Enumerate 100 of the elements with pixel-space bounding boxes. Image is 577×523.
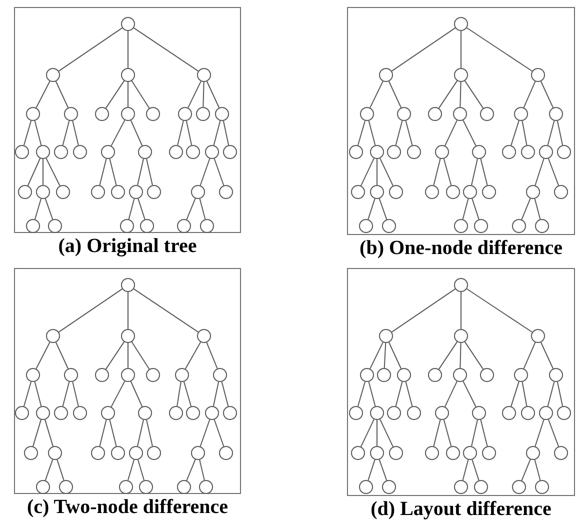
tree-node (200, 219, 214, 233)
tree-edge (444, 380, 458, 408)
tree-edge (433, 158, 441, 186)
tree-node (463, 185, 477, 199)
tree-edge (186, 198, 196, 220)
tree-node (223, 406, 237, 420)
tree-node (472, 145, 486, 159)
tree-edge (480, 419, 488, 447)
tree-node (557, 145, 571, 159)
tree-edge (444, 120, 458, 146)
tree-node (140, 219, 154, 233)
tree-edge (146, 419, 153, 447)
panel-caption: (c) Two-node difference (26, 496, 228, 518)
tree-node (435, 406, 449, 420)
tree-edge (44, 198, 54, 220)
tree-edge (137, 459, 145, 481)
tree-node (223, 145, 237, 159)
tree-edge (462, 120, 476, 146)
tree-node (351, 185, 365, 199)
tree-node (453, 368, 467, 382)
tree-node (26, 219, 40, 233)
tree-edge (27, 158, 41, 186)
tree-edge (99, 419, 107, 447)
tree-node (196, 107, 210, 121)
tree-edge (443, 158, 452, 186)
tree-edge (395, 120, 403, 146)
tree-node (146, 107, 160, 121)
tree-edge (521, 458, 531, 482)
tree-node (349, 145, 363, 159)
tree-node (129, 185, 143, 199)
tree-node (521, 406, 535, 420)
tree-edge (378, 198, 388, 220)
tree-edge (44, 459, 54, 481)
tree-node (360, 368, 374, 382)
tree-node (425, 185, 439, 199)
tree-edge (202, 82, 204, 108)
tree-edge (42, 158, 44, 186)
tree-node (370, 406, 384, 420)
tree-edge (72, 120, 79, 146)
tree-node (177, 219, 191, 233)
tree-edge (23, 381, 32, 407)
tree-node (502, 406, 516, 420)
tree-node (169, 145, 183, 159)
tree-edge (130, 380, 143, 408)
tree-node (15, 145, 29, 159)
tree-node (177, 480, 191, 494)
tree-node (54, 145, 68, 159)
tree-edge (548, 158, 560, 186)
tree-edge (34, 381, 42, 407)
tree-node (389, 185, 403, 199)
tree-edge (137, 158, 144, 186)
tree-node (454, 329, 468, 343)
tree-edge (58, 27, 123, 72)
tree-node (205, 406, 219, 420)
tree-edge (534, 419, 544, 447)
tree-node (397, 368, 411, 382)
tree-node (535, 480, 549, 494)
tree-node (121, 17, 135, 31)
tree-edge (368, 120, 376, 146)
tree-node (539, 145, 553, 159)
tree-edge (99, 158, 107, 186)
tree-edge (534, 198, 541, 220)
tree-node (480, 107, 494, 121)
tree-node (36, 480, 50, 494)
tree-node (219, 185, 233, 199)
tree-edge (133, 288, 199, 333)
tree-edge (212, 381, 220, 407)
tree-node (36, 185, 50, 199)
tree-node (191, 185, 205, 199)
tree-edge (548, 419, 560, 447)
tree-edge (183, 381, 192, 407)
tree-node (147, 185, 161, 199)
tree-node (197, 329, 211, 343)
tree-edge (133, 27, 199, 72)
tree-edge (214, 419, 224, 447)
tree-node (186, 406, 200, 420)
tree-node (387, 145, 401, 159)
tree-edge (368, 459, 376, 481)
tree-edge (36, 342, 50, 370)
tree-edge (58, 288, 123, 333)
tree-edge (200, 158, 210, 186)
tree-edge (472, 198, 480, 220)
tree-node (435, 145, 449, 159)
tree-node (359, 480, 373, 494)
tree-node (111, 185, 125, 199)
tree-node (454, 17, 468, 31)
tree-edge (464, 80, 484, 109)
tree-edge (510, 120, 520, 146)
tree-node (389, 446, 403, 460)
tree-node (36, 145, 50, 159)
tree-node (199, 480, 213, 494)
tree-edge (34, 120, 42, 146)
tree-node (146, 368, 160, 382)
tree-edge (360, 418, 374, 448)
tree-edge (510, 381, 520, 407)
tree-node (554, 185, 568, 199)
tree-edge (357, 120, 366, 146)
tree-edge (460, 30, 462, 68)
tree-node (205, 145, 219, 159)
tree-node (18, 185, 32, 199)
